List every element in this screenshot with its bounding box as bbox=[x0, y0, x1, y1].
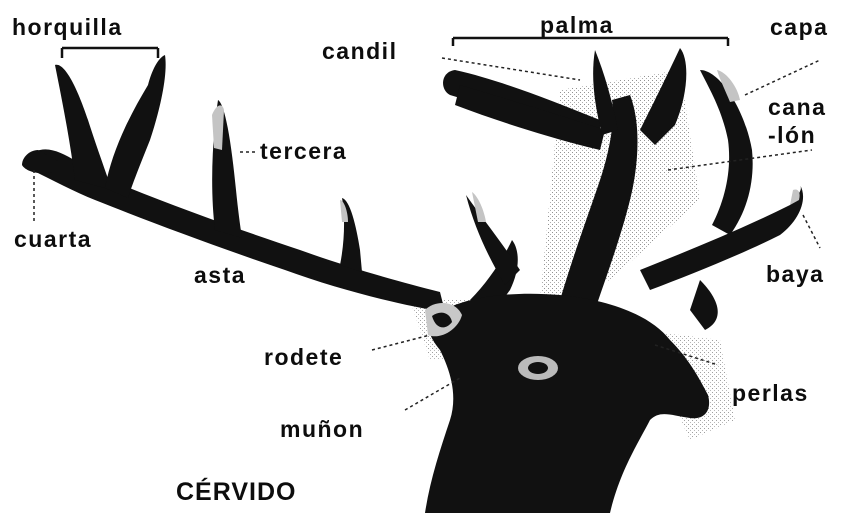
label-perlas: perlas bbox=[732, 382, 809, 405]
label-tercera: tercera bbox=[260, 140, 347, 163]
label-canalon-line1: cana bbox=[768, 94, 826, 120]
deer-head bbox=[425, 294, 709, 513]
label-palma: palma bbox=[540, 14, 614, 37]
label-munon: muñon bbox=[280, 418, 364, 441]
label-asta: asta bbox=[194, 264, 246, 287]
label-horquilla: horquilla bbox=[12, 16, 123, 39]
label-rodete: rodete bbox=[264, 346, 343, 369]
label-candil: candil bbox=[322, 40, 397, 63]
label-cuarta: cuarta bbox=[14, 228, 92, 251]
label-capa: capa bbox=[770, 16, 828, 39]
left-antler bbox=[22, 55, 520, 312]
label-baya: baya bbox=[766, 263, 824, 286]
label-canalon: cana -lón bbox=[768, 94, 826, 149]
diagram-title: CÉRVIDO bbox=[176, 480, 296, 505]
label-canalon-line2: -lón bbox=[768, 122, 816, 148]
